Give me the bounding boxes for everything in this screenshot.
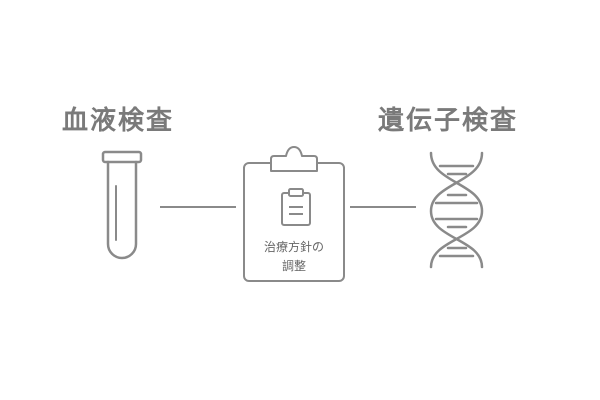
clipboard-card <box>243 146 345 282</box>
dna-icon <box>429 151 484 269</box>
test-tube-icon <box>101 150 143 260</box>
genetic-test-heading: 遺伝子検査 <box>378 106 519 136</box>
card-label-line2: 調整 <box>281 259 306 273</box>
card-label-line1: 治療方針の <box>263 240 324 254</box>
blood-test-heading: 血液検査 <box>62 106 175 136</box>
clipboard-icon <box>281 188 311 226</box>
